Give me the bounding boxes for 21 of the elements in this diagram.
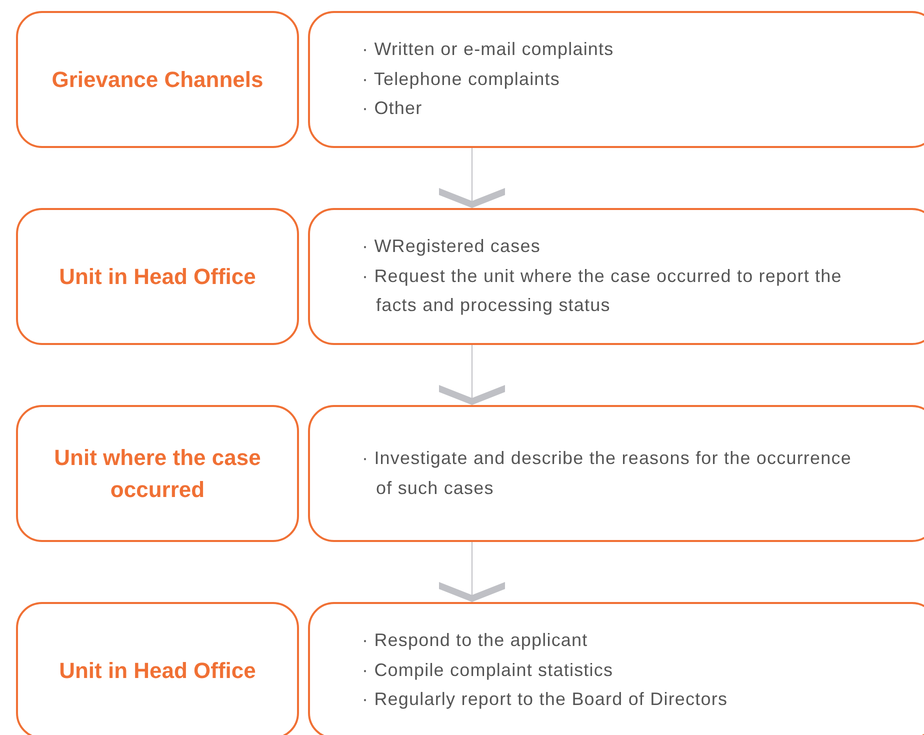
stage-title: Unit where the case occurred xyxy=(53,444,262,504)
bullet-item: · Request the unit where the case occurred to report the facts and processing status xyxy=(362,264,843,318)
bullet-item: · Written or e-mail complaints xyxy=(362,38,615,62)
stage-title: Unit in Head Office xyxy=(58,262,257,290)
details-box xyxy=(308,602,924,735)
details-box xyxy=(308,405,924,542)
bullet-item: · Compile complaint statistics xyxy=(362,658,614,682)
stage-box xyxy=(16,602,299,735)
stage-title: Grievance Channels xyxy=(50,66,264,94)
bullet-item: · Telephone complaints xyxy=(362,68,561,91)
stage-title: Unit in Head Office xyxy=(58,656,257,684)
bullet-item: · WRegistered cases xyxy=(362,235,542,258)
bullet-item: · Investigate and describe the reasons for the occurrence of such cases xyxy=(362,447,852,500)
bullet-item: · Other xyxy=(362,97,424,120)
bullet-item: · Respond to the applicant xyxy=(362,629,589,652)
stage-box xyxy=(16,405,299,542)
details-box xyxy=(308,11,924,148)
details-box xyxy=(308,208,924,345)
stage-box xyxy=(16,11,299,148)
bullet-item: · Regularly report to the Board of Directors xyxy=(362,688,729,712)
stage-box xyxy=(16,208,299,345)
